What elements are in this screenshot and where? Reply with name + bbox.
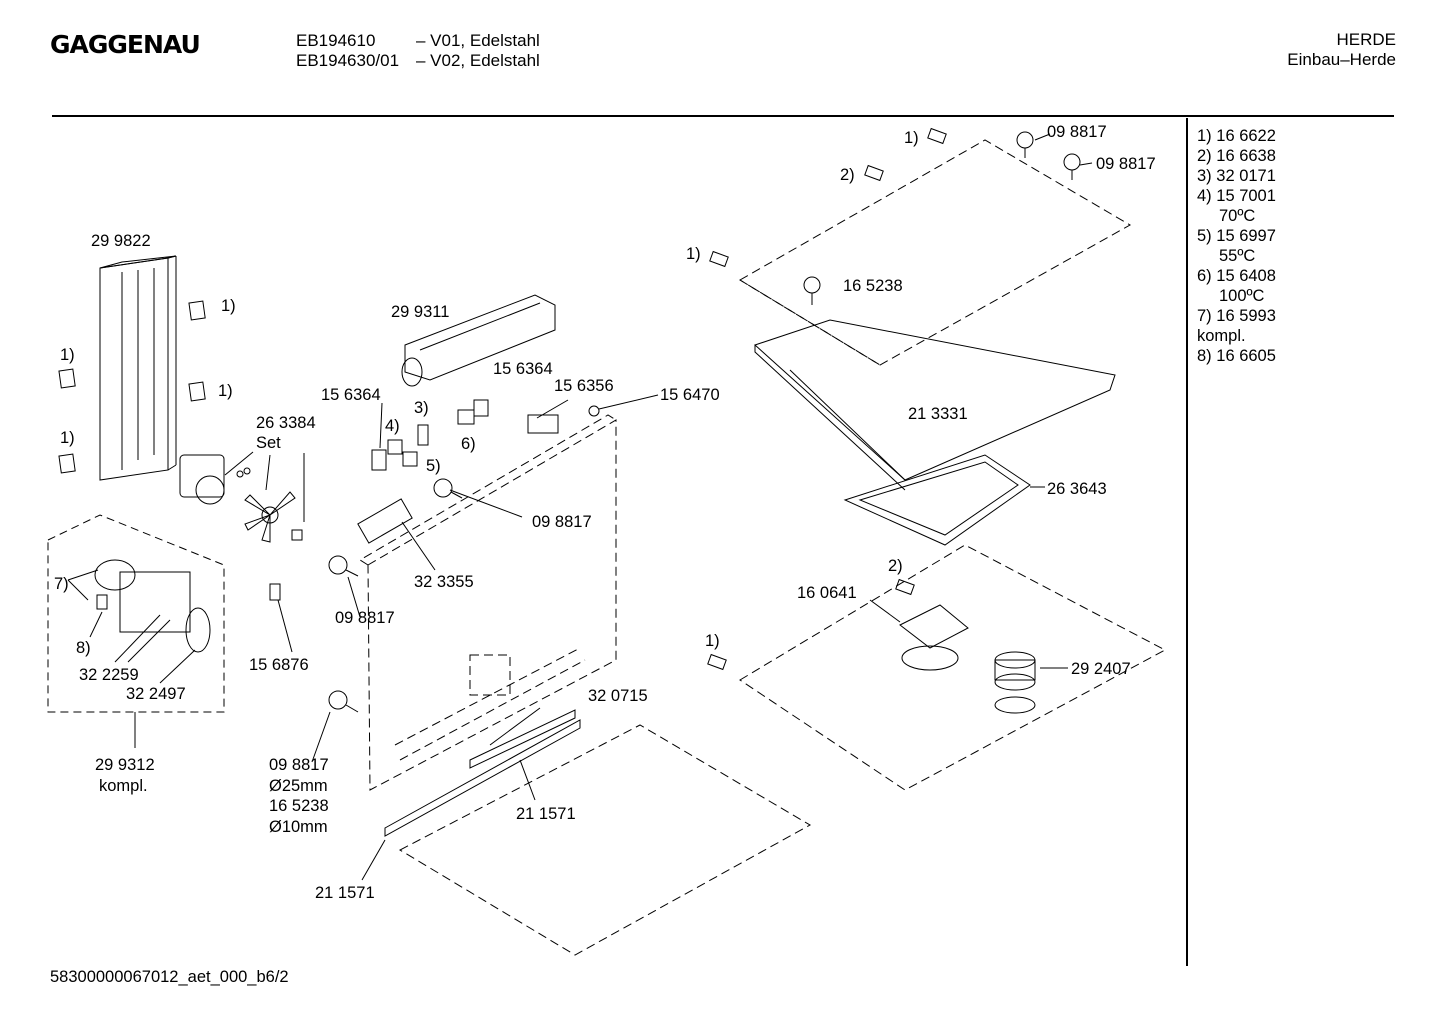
bottom-panel [739,544,1167,791]
model-variant-2: – V02, Edelstahl [416,51,540,70]
callout-211571: 21 1571 [516,805,576,823]
clip-icons [58,127,947,671]
parts-legend: 1) 16 6622 2) 16 6638 3) 32 0171 4) 15 7… [1197,126,1276,366]
ref-label: 2) [888,557,903,575]
model-code-2: EB194630/01 [296,51,400,70]
callout-320715: 32 0715 [588,687,648,705]
callout-098817: 09 8817 [532,513,592,531]
document-id: 58300000067012_aet_000_b6/2 [50,968,289,986]
legend-note: kompl. [1197,327,1246,345]
thermostat-group [371,394,659,471]
callout-156364: 15 6364 [493,360,553,378]
legend-item: 8) 16 6605 [1197,347,1276,365]
callout-263643: 26 3643 [1047,480,1107,498]
bottom-panel-details [869,599,1068,714]
ref-label: 3) [414,399,429,417]
legend-item: 6) 15 6408 [1197,267,1276,285]
callout-211571: 21 1571 [315,884,375,902]
callout-098817: 09 8817 [269,756,329,774]
brand-logo: GAGGENAU [50,30,201,59]
ref-label: 1) [60,346,75,364]
callout-213331: 21 3331 [908,405,968,423]
callout-156876: 15 6876 [249,656,309,674]
lamp-holders [311,131,1093,763]
legend-note: 55ºC [1219,247,1256,265]
legend-note: 70ºC [1219,207,1256,225]
ref-label: 6) [461,435,476,453]
callout-299311: 29 9311 [391,303,449,321]
callout-098817: 09 8817 [1047,123,1107,141]
category-title: HERDE [1336,30,1396,49]
ref-label: 1) [686,245,701,263]
ref-label: 1) [705,632,720,650]
ref-label: 1) [221,297,236,315]
callout-322497: 32 2497 [126,685,186,703]
callout-322259: 32 2259 [79,666,139,684]
legend-item: 5) 15 6997 [1197,227,1276,245]
callout-299312: 29 9312 [95,756,155,774]
housing-part [99,255,177,481]
callout-098817: 09 8817 [1096,155,1156,173]
tangential-fan [401,294,556,387]
legend-item: 1) 16 6622 [1197,127,1276,145]
ref-label: 4) [385,417,400,435]
ref-label: 5) [426,457,441,475]
category-block: HERDE Einbau–Herde [1287,30,1396,70]
legend-divider [1186,118,1188,966]
category-subtitle: Einbau–Herde [1287,50,1396,69]
model-code-1: EB194610 [296,31,376,50]
callout-diameter-10: Ø10mm [269,818,328,836]
fan-motor [179,451,305,543]
legend-item: 7) 16 5993 [1197,307,1276,325]
callout-160641: 16 0641 [797,584,857,602]
ref-label: 1) [218,382,233,400]
ref-label: 7) [54,575,69,593]
callouts: 29 9822 1) 1) 1) 1) 29 9311 26 3384 Set … [54,123,1156,902]
frame-panel [843,454,1045,546]
legend-item: 4) 15 7001 [1197,187,1276,205]
callout-kompl: kompl. [99,777,148,795]
callout-323355: 32 3355 [414,573,474,591]
legend-item: 2) 16 6638 [1197,147,1276,165]
callout-165238: 16 5238 [843,277,903,295]
timer-assembly [47,514,225,748]
callout-156356: 15 6356 [554,377,614,395]
rails [361,707,581,881]
base-plate [398,724,812,956]
callout-156470: 15 6470 [660,386,720,404]
model-variant-1: – V01, Edelstahl [416,31,540,50]
callout-292407: 29 2407 [1071,660,1131,678]
callout-299822: 29 9822 [91,232,151,250]
rear-panel [359,414,617,791]
callout-diameter-25: Ø25mm [269,777,328,795]
callout-098817: 09 8817 [335,609,395,627]
bracket [269,489,523,653]
legend-item: 3) 32 0171 [1197,167,1276,185]
callout-156364: 15 6364 [321,386,381,404]
insulation-panel [754,319,1116,491]
legend-note: 100ºC [1219,287,1265,305]
top-panel [739,139,1132,366]
ref-label: 1) [60,429,75,447]
callout-263384: 26 3384 [256,414,316,432]
ref-label: 8) [76,639,91,657]
ref-label: 1) [904,129,919,147]
callout-165238: 16 5238 [269,797,329,815]
header-divider [52,115,1394,117]
callout-set: Set [256,434,281,452]
ref-label: 2) [840,166,855,184]
